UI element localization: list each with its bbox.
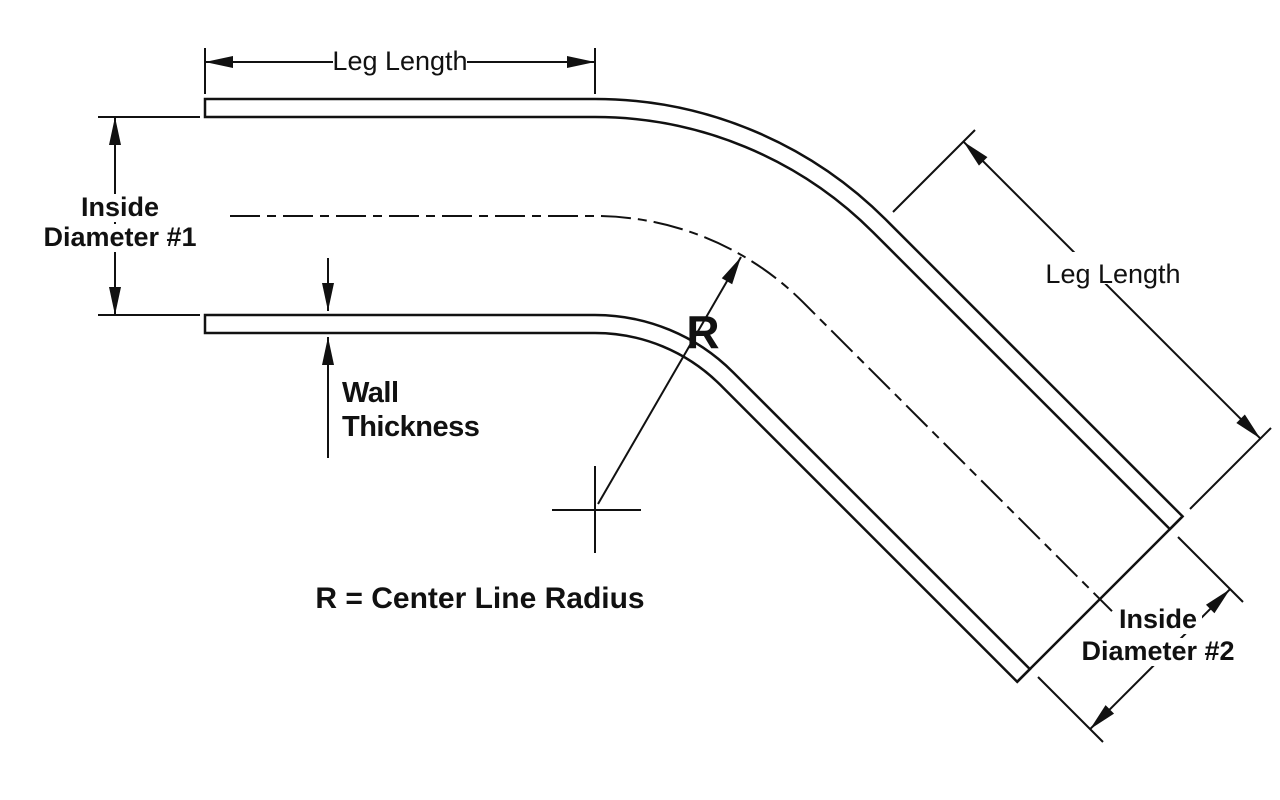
- radius-note-label: R = Center Line Radius: [315, 582, 644, 615]
- dimension-line: [962, 140, 1262, 440]
- label-mask: [333, 44, 467, 78]
- label-mask: [1046, 252, 1180, 284]
- dim-inside-diameter-1: Inside Diameter #1: [37, 116, 203, 316]
- leg-length-right-label: Leg Length: [1045, 259, 1180, 289]
- extension-line-lower: [1189, 427, 1272, 510]
- dim-centerline-radius: R R = Center Line Radius: [315, 256, 742, 615]
- dim-inside-diameter-2: Inside Diameter #2: [1037, 536, 1248, 743]
- label-mask: [1068, 638, 1248, 666]
- inside-diameter-1-label-line1: Inside: [81, 192, 159, 222]
- label-mask: [80, 194, 160, 222]
- dim-leg-length-top: Leg Length: [204, 44, 596, 94]
- inside-diameter-2-label-line1: Inside: [1119, 604, 1197, 634]
- label-mask: [1114, 606, 1202, 634]
- wall-thickness-label-line1: Wall: [342, 377, 399, 409]
- extension-line-lower: [1037, 676, 1104, 743]
- label-mask: [37, 224, 203, 252]
- wall-thickness-label-line2: Thickness: [342, 411, 479, 443]
- tube-centerline: [230, 215, 1113, 612]
- dim-leg-length-right: Leg Length: [892, 129, 1272, 510]
- radius-symbol-label: R: [686, 306, 719, 358]
- inside-diameter-2-label-line2: Diameter #2: [1081, 636, 1234, 666]
- inside-diameter-1-label-line2: Diameter #1: [43, 222, 196, 252]
- tube-body: [203, 97, 1185, 684]
- radius-arrow: [597, 256, 742, 505]
- extension-line-upper: [892, 129, 976, 213]
- leg-length-top-label: Leg Length: [332, 46, 467, 76]
- dim-wall-thickness: Wall Thickness: [322, 258, 480, 458]
- extension-line-upper: [1177, 536, 1244, 603]
